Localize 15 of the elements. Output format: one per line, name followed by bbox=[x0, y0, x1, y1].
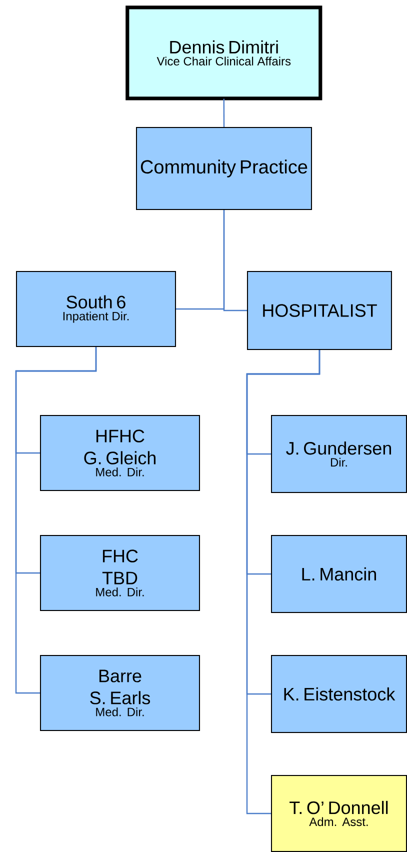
person-box: HFHC G. Gleich Med. Dir. bbox=[40, 415, 200, 491]
connector-line bbox=[246, 350, 320, 814]
unit-box: HOSPITALIST bbox=[247, 271, 392, 350]
person-box: FHC TBD Med. Dir. bbox=[40, 535, 200, 611]
unit-box: Community Practice bbox=[136, 127, 312, 210]
person-box: Barre S. Earls Med. Dir. bbox=[40, 655, 200, 731]
connector-line bbox=[15, 347, 97, 694]
person-box: L. Mancin bbox=[271, 535, 407, 613]
person-box: T. O’ Donnell Adm. Asst. bbox=[271, 775, 407, 852]
person-box: J. Gundersen Dir. bbox=[271, 415, 407, 493]
connector-line bbox=[223, 98, 225, 128]
person-box: K. Eistenstock bbox=[271, 655, 407, 733]
unit-box: South 6 Inpatient Dir. bbox=[16, 271, 176, 347]
connector-line bbox=[223, 210, 247, 312]
title-box: Dennis Dimitri Vice Chair Clinical Affairs bbox=[126, 6, 322, 100]
